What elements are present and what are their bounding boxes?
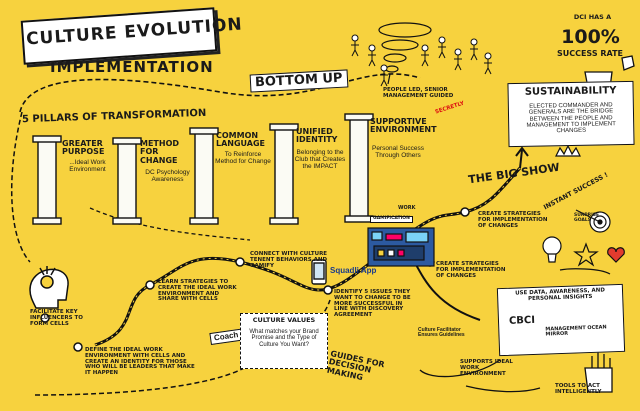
node-define xyxy=(73,342,83,352)
step-supports: SUPPORTS IDEAL WORK ENVIRONMENT xyxy=(460,359,513,377)
left-dashed-path xyxy=(10,111,31,263)
node-facilitate xyxy=(40,313,50,323)
ideas-cluster-icon xyxy=(542,236,625,275)
cbci-mirror: MANAGEMENT MIRROR xyxy=(545,325,586,338)
step-create-1: CREATE STRATEGIES FOR IMPLEMENTATION OF … xyxy=(478,211,548,229)
node-connect xyxy=(235,257,245,267)
pillar-2-title: METHOD FOR CHANGE xyxy=(140,139,180,165)
pillar-5-desc: Personal Success Through Others xyxy=(371,145,425,159)
culture-values-box: CULTURE VALUES What matches your Brand P… xyxy=(240,313,328,369)
success-rate-label: SUCCESS RATE xyxy=(556,49,624,58)
pillar-1-desc: ...Ideal Work Environment xyxy=(69,159,106,173)
target-icon xyxy=(575,209,611,233)
node-identify xyxy=(323,285,333,295)
node-create1 xyxy=(460,207,470,217)
pillar-1-title: GREATER PURPOSE xyxy=(62,139,105,157)
step-learn: LEARN STRATEGIES TO CREATE THE IDEAL WOR… xyxy=(158,279,237,303)
step-connect: CONNECT WITH CULTURE TENENT BEHAVIORS AN… xyxy=(250,251,328,269)
step-facilitate: FACILITATE KEY INFLUENCERS TO FORM CELLS xyxy=(30,309,83,327)
pillar-3-desc: To Reinforce Method for Change xyxy=(215,151,271,165)
pillar-2-desc: DC Psychology Awareness xyxy=(145,169,190,183)
hand-tools-icon xyxy=(584,352,613,393)
gamification-board-icon xyxy=(367,227,435,267)
crown-icon xyxy=(555,144,581,157)
head-lightbulb-icon xyxy=(29,266,69,309)
facilitator-label: Culture Facilitator Ensures Guidelines xyxy=(418,327,465,339)
node-learn xyxy=(145,280,155,290)
sustainability-title: SUSTAINABILITY xyxy=(524,85,617,98)
cbci-heading: USE DATA, AWARENESS, AND PERSONAL INSIGH… xyxy=(515,287,605,302)
step-tools: TOOLS TO ACT INTELLIGENTLY xyxy=(555,383,602,395)
step-define: DEFINE THE IDEAL WORK ENVIRONMENT WITH C… xyxy=(85,347,195,377)
cbci-name: CBCI xyxy=(508,314,536,327)
people-led-label: PEOPLE LED, SENIOR MANAGEMENT GUIDED xyxy=(383,87,454,99)
phone-icon xyxy=(311,259,327,285)
pillar-3-title: COMMON LANGUAGE xyxy=(216,131,266,149)
success-percent: 100% xyxy=(561,26,620,48)
surprise-goals-label: SURPRISE GOALS xyxy=(574,213,600,223)
sustainability-body: ELECTED COMMANDER AND GENERALS ARE THE B… xyxy=(526,102,616,135)
culture-values-body: What matches your Brand Promise and the … xyxy=(249,329,319,348)
cbci-ocean: OCEAN xyxy=(587,324,607,332)
step-create-2: CREATE STRATEGIES FOR IMPLEMENTATION OF … xyxy=(436,261,506,279)
sustainability-box: SUSTAINABILITY ELECTED COMMANDER AND GEN… xyxy=(507,80,635,148)
gamification-label: GAMIFICATION xyxy=(370,216,413,223)
work-label: WORK xyxy=(398,205,416,211)
step-identify: IDENTIFY 5 ISSUES THEY WANT TO CHANGE TO… xyxy=(334,289,411,319)
culture-values-title: CULTURE VALUES xyxy=(252,316,316,324)
cbci-box: USE DATA, AWARENESS, AND PERSONAL INSIGH… xyxy=(496,283,626,357)
page-subtitle: IMPLEMENTATION xyxy=(50,58,214,76)
pillar-4-desc: Belonging to the Club that Creates the I… xyxy=(294,149,346,170)
squadli-app-label: Squadli App xyxy=(330,266,377,275)
pillar-5-title: SUPPORTIVE ENVIRONMENT xyxy=(370,117,437,135)
pillars-drawing xyxy=(32,113,374,225)
top-dashed-path xyxy=(19,73,421,113)
pillar-4-title: UNIFIED IDENTITY xyxy=(296,127,338,145)
people-icons xyxy=(351,34,492,87)
dci-has-label: DCI HAS A xyxy=(573,13,612,21)
